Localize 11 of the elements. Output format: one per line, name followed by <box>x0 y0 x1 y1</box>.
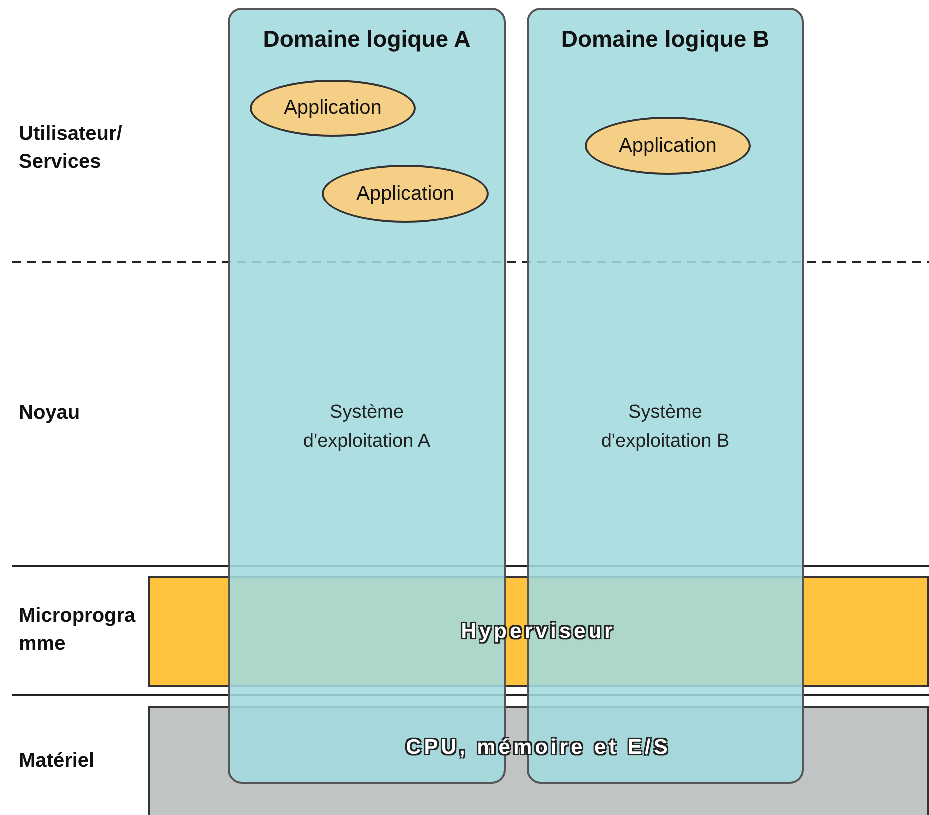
layer-label: Microprogramme <box>19 604 137 657</box>
layer-label: Utilisateur/ Services <box>19 122 124 175</box>
layer-label: Matériel <box>19 749 96 774</box>
application-ellipse: Application <box>322 165 489 223</box>
layer-label: Noyau <box>19 401 82 426</box>
domain-title: Domaine logique B <box>560 26 771 53</box>
application-ellipse: Application <box>585 117 751 175</box>
application-ellipse: Application <box>250 80 416 137</box>
domain-title: Domaine logique A <box>262 26 472 53</box>
os-label: Système d'exploitation A <box>302 401 432 454</box>
os-label: Système d'exploitation B <box>600 401 731 454</box>
